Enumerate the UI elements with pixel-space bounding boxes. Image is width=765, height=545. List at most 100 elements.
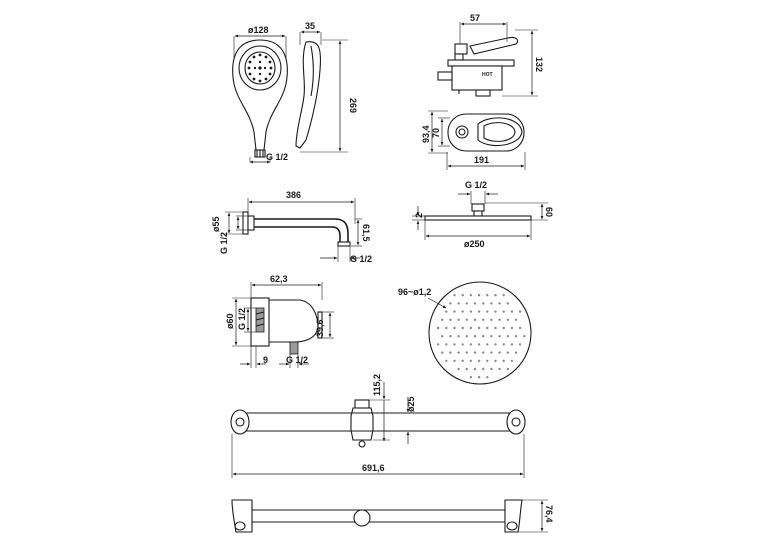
wall-outlet-view: 62,3 ø60 G 1/2 39,6 9 G 1/2 [225, 274, 334, 368]
mixer-height-label: 132 [534, 57, 544, 72]
nozzle-hole [510, 343, 514, 346]
mixer-plate-front-view: 93,4 70 191 [421, 110, 526, 170]
nozzle-hole [453, 294, 456, 297]
shower-arm-drop-label: 61,5 [361, 224, 371, 242]
nozzle-hole [482, 335, 485, 338]
shower-arm-right-thread-label: G 1/2 [350, 254, 372, 264]
nozzle-hole [486, 359, 489, 362]
nozzle-hole [486, 343, 489, 346]
nozzle-hole [494, 294, 497, 297]
nozzle-hole [510, 326, 514, 330]
nozzle-hole [510, 310, 514, 313]
nozzle-hole [486, 326, 489, 330]
shower-arm-left-thread-label: G 1/2 [219, 232, 229, 254]
nozzle-hole [510, 359, 514, 362]
nozzle-hole [482, 351, 485, 354]
nozzle-hole [506, 367, 509, 371]
nozzle-hole [477, 359, 481, 362]
hand-shower-nozzles [247, 53, 273, 83]
nozzle-hole [477, 294, 481, 297]
mixer-plate-inner-height-label: 70 [431, 128, 441, 138]
rail-depth-label: 76,4 [544, 505, 554, 523]
nozzle-hole [473, 351, 477, 354]
nozzle-hole [502, 359, 505, 362]
wall-outlet-left-thread-label: G 1/2 [237, 308, 247, 330]
shower-head-holes-label: 96~ø1,2 [398, 287, 431, 297]
nozzle-hole [465, 367, 468, 371]
nozzle-hole [494, 310, 497, 313]
nozzle-hole [465, 302, 468, 305]
hand-shower-height-label: 269 [348, 98, 358, 113]
slide-rail-bottom-view: 76,4 [231, 499, 554, 533]
mixer-hot-label: HOT [482, 72, 493, 78]
nozzle-hole [490, 302, 493, 305]
mixer-side-view: 57 HOT 132 [437, 13, 544, 97]
nozzle-hole [473, 318, 477, 321]
wall-outlet-flange-diameter-label: ø60 [225, 313, 235, 329]
nozzle-hole [514, 318, 518, 321]
nozzle-hole [502, 294, 505, 297]
nozzle-hole [494, 343, 497, 346]
nozzle-hole [469, 343, 473, 346]
nozzle-hole [506, 351, 509, 354]
nozzle-hole [518, 343, 522, 346]
nozzle-hole [498, 367, 501, 371]
shower-head-diameter-label: ø250 [464, 239, 485, 249]
nozzle-hole [449, 351, 452, 354]
shower-arm-flange-diameter-label: ø55 [211, 216, 221, 232]
nozzle-hole [461, 343, 464, 346]
nozzle-hole [490, 318, 493, 321]
nozzle-hole [453, 343, 456, 346]
nozzle-hole [457, 318, 460, 321]
nozzle-hole [441, 318, 444, 321]
nozzle-hole [498, 335, 501, 338]
nozzle-hole [498, 302, 501, 305]
nozzle-hole [514, 335, 518, 338]
shower-head-side-view: G 1/2 2 60 ø250 [412, 180, 554, 249]
nozzle-hole [441, 351, 444, 354]
nozzle-hole [502, 310, 505, 313]
nozzle-hole [486, 310, 489, 313]
nozzle-hole [445, 326, 448, 330]
nozzle-hole [469, 294, 473, 297]
shower-arm-view: 386 ø55 G 1/2 61,5 G 1/2 [211, 190, 372, 264]
wall-outlet-plate-label: 9 [263, 355, 268, 365]
nozzle-hole [457, 302, 460, 305]
nozzle-hole [494, 359, 497, 362]
nozzle-hole [453, 326, 456, 330]
hand-shower-front-view: ø128 G 1/2 [232, 25, 288, 164]
nozzle-hole [461, 326, 464, 330]
hand-shower-depth-label: 35 [305, 21, 315, 31]
nozzle-hole [486, 376, 489, 379]
nozzle-hole [490, 351, 493, 354]
nozzle-hole [506, 302, 509, 305]
nozzle-hole [486, 294, 489, 297]
nozzle-hole [502, 343, 505, 346]
nozzle-hole [441, 335, 444, 338]
nozzle-hole [494, 326, 497, 330]
nozzle-hole [518, 310, 522, 313]
rail-length-label: 691,6 [362, 463, 385, 473]
nozzle-hole [457, 351, 460, 354]
nozzle-hole [449, 318, 452, 321]
nozzle-hole [465, 318, 468, 321]
hand-shower-side-view: 35 269 [295, 21, 358, 153]
nozzle-hole [477, 376, 481, 379]
nozzle-hole [449, 335, 452, 338]
nozzle-hole [453, 310, 456, 313]
nozzle-hole [482, 318, 485, 321]
shower-head-nozzle-grid [436, 294, 526, 379]
nozzle-hole [461, 294, 464, 297]
nozzle-hole [506, 335, 509, 338]
nozzle-hole [477, 310, 481, 313]
nozzle-hole [469, 326, 473, 330]
nozzle-hole [469, 376, 473, 379]
nozzle-hole [490, 367, 493, 371]
mixer-width-label: 57 [470, 13, 480, 23]
nozzle-hole [436, 343, 440, 346]
nozzle-hole [506, 318, 509, 321]
nozzle-hole [514, 351, 518, 354]
shower-arm-length-label: 386 [286, 190, 301, 200]
nozzle-hole [445, 359, 448, 362]
